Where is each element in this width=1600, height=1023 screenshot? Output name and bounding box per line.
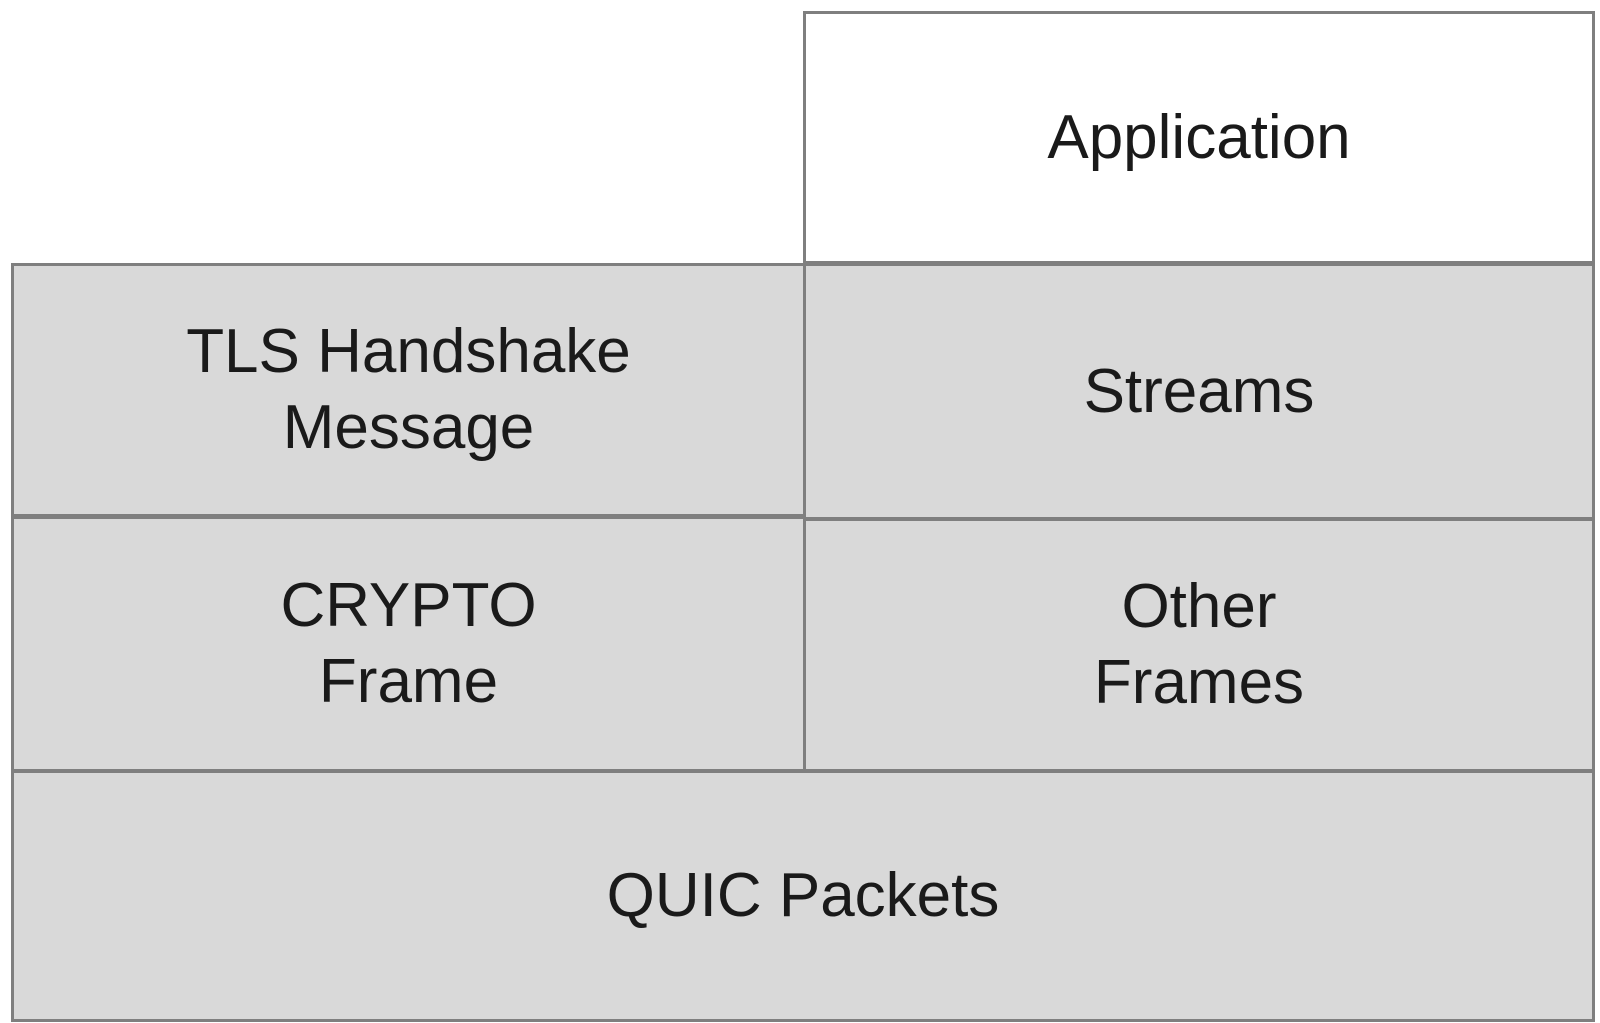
crypto-frame-box: CRYPTO Frame [11, 516, 806, 772]
crypto-frame-label: CRYPTO Frame [280, 571, 537, 716]
other-frames-label: Other Frames [1093, 572, 1305, 717]
quic-packets-label: QUIC Packets [606, 861, 1000, 931]
tls-handshake-message-box: TLS Handshake Message [11, 263, 806, 517]
streams-label: Streams [1083, 356, 1315, 426]
tls-handshake-message-label: TLS Handshake Message [186, 317, 631, 462]
quic-packets-box: QUIC Packets [11, 770, 1595, 1022]
other-frames-box: Other Frames [803, 518, 1595, 772]
application-layer-box: Application [803, 11, 1595, 264]
application-layer-label: Application [1047, 102, 1351, 172]
streams-box: Streams [803, 263, 1595, 520]
